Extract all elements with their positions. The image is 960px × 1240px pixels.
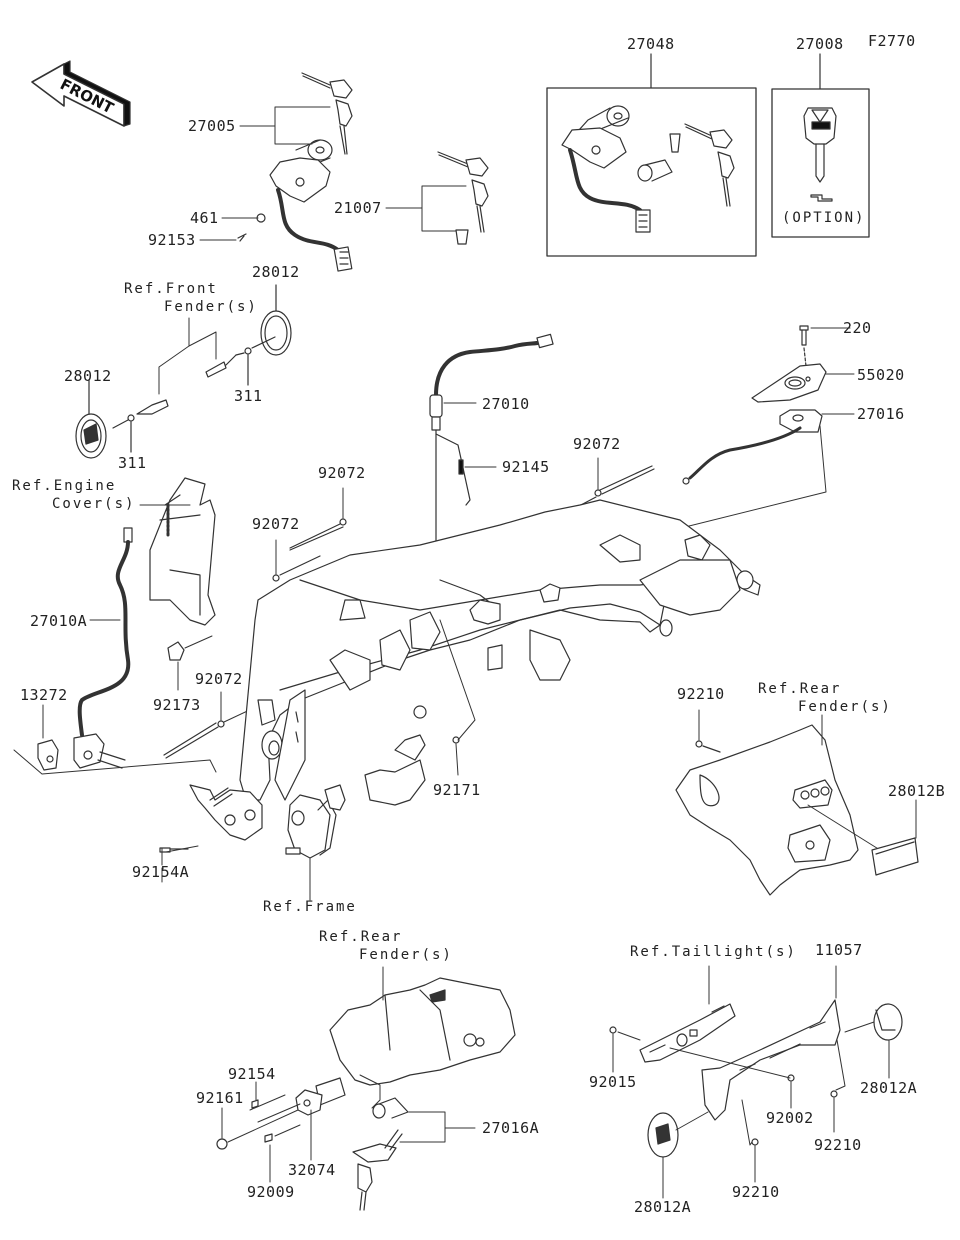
ref-taillight: Ref.Taillight(s) (630, 944, 797, 960)
leader-lines-lower-lock (221, 1081, 312, 1183)
cable-tie-92072-icon (578, 457, 655, 507)
cable-tie-92072-c-icon (272, 539, 321, 582)
part-label-311-top[interactable]: 311 (234, 387, 263, 405)
ref-rear-fender-low-line1: Ref.Rear (319, 929, 403, 945)
part-label-92072-b[interactable]: 92072 (318, 464, 366, 482)
figure-id: F2770 (868, 32, 916, 50)
rear-fender-lower-ref-icon (329, 966, 516, 1086)
rear-fender-mid-ref-icon (675, 709, 919, 896)
part-label-92153[interactable]: 92153 (148, 231, 196, 249)
front-arrow-icon: FRONT (31, 60, 131, 127)
reflector-28012-left-icon (75, 379, 169, 459)
ref-rear-fender-mid-line2: Fender(s) (798, 699, 892, 715)
part-label-92173[interactable]: 92173 (153, 696, 201, 714)
nut-92171-icon (452, 736, 460, 744)
ref-engine-cover-line1: Ref.Engine (12, 478, 117, 494)
part-label-27016A[interactable]: 27016A (482, 1119, 540, 1137)
part-label-21007[interactable]: 21007 (334, 199, 382, 217)
part-label-92210-a[interactable]: 92210 (677, 685, 725, 703)
part-label-11057[interactable]: 11057 (815, 941, 863, 959)
frame-ref-icon (189, 499, 761, 859)
part-label-27048[interactable]: 27048 (627, 35, 675, 53)
ref-rear-fender-low-line2: Fender(s) (359, 947, 453, 963)
part-label-27010[interactable]: 27010 (482, 395, 530, 413)
part-label-92072-a[interactable]: 92072 (573, 435, 621, 453)
ignition-kit-27048-box (546, 53, 757, 257)
part-label-27005[interactable]: 27005 (188, 117, 236, 135)
part-label-92145[interactable]: 92145 (502, 458, 550, 476)
part-label-311-left[interactable]: 311 (118, 454, 147, 472)
part-label-92072-c[interactable]: 92072 (252, 515, 300, 533)
part-label-92072-d[interactable]: 92072 (195, 670, 243, 688)
part-label-28012A-left[interactable]: 28012A (634, 1198, 692, 1216)
ref-front-fender-leader (158, 317, 217, 395)
leader-lines-upper (199, 106, 467, 241)
sensor-27010A-icon (13, 527, 217, 775)
part-label-27016[interactable]: 27016 (857, 405, 905, 423)
part-label-92154[interactable]: 92154 (228, 1065, 276, 1083)
part-label-28012A-right[interactable]: 28012A (860, 1079, 918, 1097)
part-label-92009[interactable]: 92009 (247, 1183, 295, 1201)
part-label-92161[interactable]: 92161 (196, 1089, 244, 1107)
part-label-28012B[interactable]: 28012B (888, 782, 946, 800)
part-label-13272[interactable]: 13272 (20, 686, 68, 704)
leader-lines-sensor (443, 402, 497, 468)
part-label-92154A[interactable]: 92154A (132, 863, 190, 881)
part-label-92171[interactable]: 92171 (433, 781, 481, 799)
part-label-27008[interactable]: 27008 (796, 35, 844, 53)
ref-rear-fender-mid-line1: Ref.Rear (758, 681, 842, 697)
ref-frame: Ref.Frame (263, 899, 357, 915)
part-label-92210-c[interactable]: 92210 (814, 1136, 862, 1154)
grommet-92173-icon (167, 635, 213, 691)
part-label-461[interactable]: 461 (190, 209, 219, 227)
key-set-21007-icon (437, 151, 489, 245)
part-label-28012-left[interactable]: 28012 (64, 367, 112, 385)
part-label-27010A[interactable]: 27010A (30, 612, 88, 630)
reflector-28012-top-icon (205, 284, 292, 386)
part-label-92002[interactable]: 92002 (766, 1109, 814, 1127)
engine-cover-ref-icon (139, 477, 216, 626)
seat-lock-27016-assembly-icon (664, 325, 855, 546)
leader-lines-frame (161, 619, 476, 901)
bracket-11057-icon (609, 965, 903, 1199)
option-note: (OPTION) (782, 210, 866, 226)
sensor-27010-icon (429, 333, 554, 581)
part-label-32074[interactable]: 32074 (288, 1161, 336, 1179)
part-label-28012-top[interactable]: 28012 (252, 263, 300, 281)
ignition-switch-27005-icon (269, 72, 353, 272)
ref-front-fender-line1: Ref.Front (124, 281, 218, 297)
cable-tie-92072-b-icon (289, 487, 347, 551)
ref-engine-cover-line2: Cover(s) (52, 496, 136, 512)
blank-key-27008-box (771, 53, 870, 238)
part-label-220[interactable]: 220 (843, 319, 872, 337)
part-label-92015[interactable]: 92015 (589, 1073, 637, 1091)
seat-lock-27016A-icon (216, 1074, 476, 1211)
part-label-55020[interactable]: 55020 (857, 366, 905, 384)
part-label-92210-b[interactable]: 92210 (732, 1183, 780, 1201)
ref-front-fender-line2: Fender(s) (164, 299, 258, 315)
bolt-92154A-icon (159, 847, 189, 853)
bolt-92153-icon (237, 233, 247, 242)
